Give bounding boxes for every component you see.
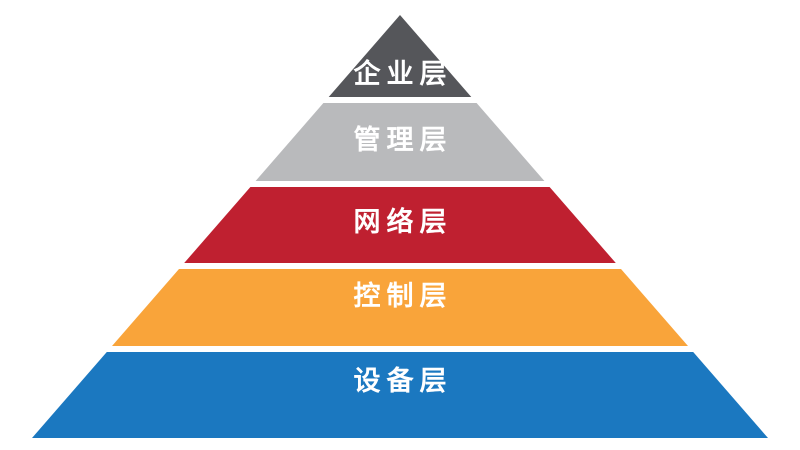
pyramid-layer-1 (328, 15, 472, 97)
pyramid-layer-1-label: 企业层 (354, 58, 453, 89)
pyramid-layer-3 (184, 187, 616, 263)
pyramid-layer-5 (32, 352, 768, 438)
pyramid-layer-4-label: 控制层 (354, 281, 453, 311)
pyramid-layer-5-label: 设备层 (354, 366, 453, 396)
pyramid-layer-4 (112, 269, 688, 346)
pyramid-layer-2-label: 管理层 (354, 125, 453, 155)
pyramid-layer-3-label: 网络层 (354, 206, 453, 237)
pyramid-layer-2 (255, 103, 545, 181)
